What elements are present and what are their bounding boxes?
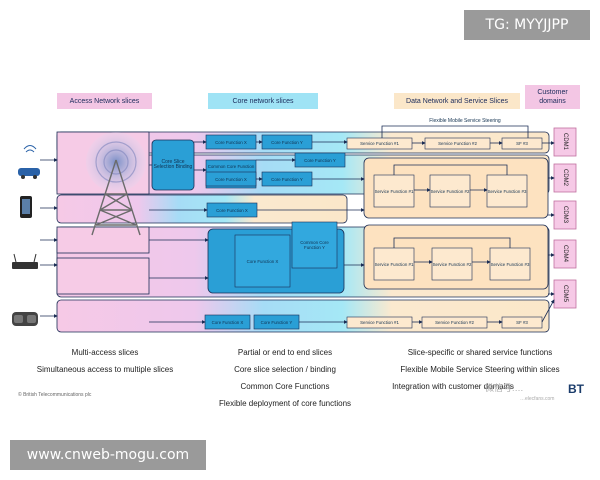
service-function-1c: Service Function #1 xyxy=(374,261,414,267)
cdm-5: CDM5 xyxy=(562,285,568,303)
wechat-watermark: 微信号:… xyxy=(485,383,524,393)
header-data: Data Network and Service Slices xyxy=(406,97,508,105)
car-icon xyxy=(18,145,40,179)
core-function-y-3: Core Function Y xyxy=(271,176,303,182)
copyright: © British Telecommunications plc xyxy=(18,392,92,398)
bt-logo: BT xyxy=(568,382,584,396)
service-function-1a: Service Function #1 xyxy=(360,141,399,146)
wechat-url-watermark: …elecfans.com xyxy=(520,396,555,402)
service-function-3c: Service Function #3 xyxy=(490,261,530,267)
watermark-site: www.cnweb-mogu.com xyxy=(10,440,206,470)
core-slice-selection-label: Core Slice Selection Binding xyxy=(153,159,193,170)
service-function-2d: Service Function #2 xyxy=(435,320,474,325)
core-function-x-3: Core Function X xyxy=(216,207,248,213)
core-function-x-2: Core Function X xyxy=(215,176,247,182)
steering-label: Flexible Mobile Service Steering xyxy=(429,117,501,124)
header-customer: Customer domains xyxy=(537,89,568,105)
access-box-4 xyxy=(56,257,150,295)
service-function-1d: Service Function #1 xyxy=(360,320,399,325)
caption-left-1: Multi-access slices xyxy=(71,348,139,357)
core-function-y-2: Core Function Y xyxy=(304,157,336,163)
cdm-3: CDM3 xyxy=(562,206,568,224)
caption-right-3: Integration with customer domains xyxy=(392,382,514,391)
core-function-x-4: Core Function X xyxy=(246,258,279,264)
service-function-2b: Service Function #2 xyxy=(430,188,470,194)
header-customer-band xyxy=(525,85,580,109)
core-function-x-5: Core Function X xyxy=(211,319,244,325)
caption-right-2: Flexible Mobile Service Steering within … xyxy=(400,365,560,374)
service-function-2c: Service Function #2 xyxy=(432,261,472,267)
core-function-y-1: Core Function Y xyxy=(271,139,303,145)
phone-icon xyxy=(20,196,32,218)
router-icon xyxy=(12,253,38,269)
tower-icon xyxy=(91,159,141,236)
connector-arrows xyxy=(40,140,555,324)
vr-headset-icon xyxy=(12,312,38,326)
steering-line xyxy=(381,125,529,138)
caption-middle-1: Partial or end to end slices xyxy=(237,348,333,357)
header-core: Core network slices xyxy=(232,97,294,105)
common-core-function-y: Common Core Function Y xyxy=(300,240,329,250)
service-function-2a: Service Function #2 xyxy=(438,141,477,146)
common-core-function: Common Core Function xyxy=(207,163,255,169)
header-access: Access Network slices xyxy=(69,97,140,105)
core-function-x-1: Core Function X xyxy=(215,139,247,145)
service-function-3a: SF #3 xyxy=(516,141,528,146)
cdm-1: CDM1 xyxy=(562,133,568,151)
caption-middle-4: Flexible deployment of core functions xyxy=(218,399,352,408)
caption-middle-2: Core slice selection / binding xyxy=(234,365,336,374)
access-box-3 xyxy=(56,226,150,254)
header-core-band xyxy=(208,93,318,109)
caption-middle-3: Common Core Functions xyxy=(240,382,330,391)
service-function-3d: SF #3 xyxy=(516,320,528,325)
caption-right-1: Slice-specific or shared service functio… xyxy=(407,348,553,357)
header-data-band xyxy=(394,93,520,109)
cdm-4: CDM4 xyxy=(562,245,568,263)
caption-left-2: Simultaneous access to multiple slices xyxy=(36,365,174,374)
watermark-tg: TG: MYYJJPP xyxy=(464,10,590,40)
service-function-1b: Service Function #1 xyxy=(374,188,414,194)
header-access-band xyxy=(57,93,152,109)
cdm-2: CDM2 xyxy=(562,169,568,187)
core-function-y-5: Core Function Y xyxy=(260,319,293,325)
service-function-3b: Service Function #3 xyxy=(487,188,527,194)
